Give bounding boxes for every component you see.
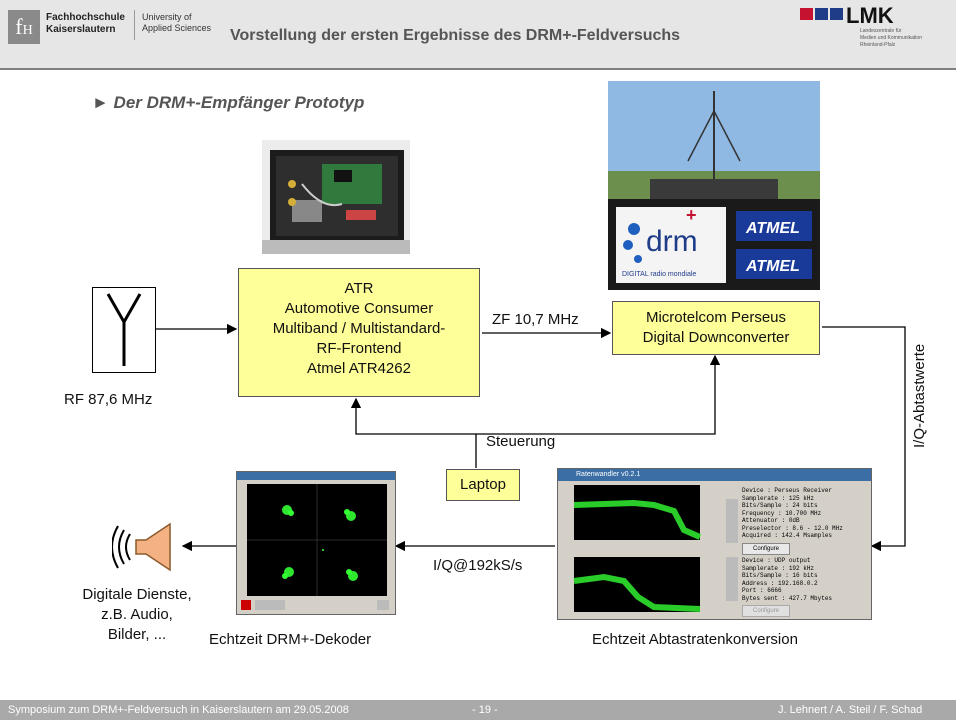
atr-box-line4: RF-Frontend <box>316 340 402 357</box>
iq-samples-label: I/Q-Abtastwerte <box>911 343 928 448</box>
decoder-caption: Echtzeit DRM+-Dekoder <box>209 631 372 648</box>
upper-row: Frequency : 10.700 MHz <box>742 509 822 517</box>
resampler-window-title: Ratenwandler v0.2.1 <box>558 469 871 481</box>
footer-page-number: - 19 - <box>472 704 498 716</box>
lmk-logo-square-red <box>800 8 813 20</box>
digital-services-label: Digitale Dienste, z.B. Audio, Bilder, ..… <box>62 585 212 645</box>
atmel-logo-1: ATMEL <box>745 220 800 237</box>
org-name-english: University of Applied Sciences <box>142 12 211 34</box>
antenna-icon <box>106 293 142 366</box>
org-name: Fachhochschule Kaiserslautern <box>46 12 125 36</box>
zf-frequency-label: ZF 10,7 MHz <box>492 311 579 328</box>
org-name-line2: Kaiserslautern <box>46 24 116 35</box>
configure-button-lower[interactable]: Configure <box>742 605 790 617</box>
constellation-plot <box>237 484 393 612</box>
slide-title: Vorstellung der ersten Ergebnisse des DR… <box>230 27 681 44</box>
spectrum-plots <box>573 485 702 612</box>
control-label: Steuerung <box>486 433 556 450</box>
lmk-subtitle: Landeszentrale für Medien und Kommunikat… <box>860 28 950 49</box>
upper-row: Samplerate : 125 kHz <box>742 494 815 502</box>
org-separator <box>134 10 135 40</box>
svg-text:+: + <box>686 205 697 225</box>
resampler-caption: Echtzeit Abtastratenkonversion <box>592 631 798 648</box>
lower-row: Samplerate : 192 kHz <box>742 564 815 572</box>
lower-row: Port : 6666 <box>742 587 782 594</box>
org-en-line1: University of <box>142 12 192 22</box>
lmk-logo-square-blue-2 <box>830 8 843 20</box>
lower-side-buttons <box>726 557 738 601</box>
services-line1: Digitale Dienste, <box>82 586 192 603</box>
slide-header <box>0 0 956 70</box>
iq-rate-label: I/Q@192kS/s <box>433 557 523 574</box>
receiver-setup-illustration: drm + DIGITAL radio mondiale ATMEL ATMEL <box>608 81 820 290</box>
arrow-control-to-perseus <box>476 354 721 435</box>
slide-footer: Symposium zum DRM+-Feldversuch in Kaiser… <box>0 700 956 720</box>
lower-row: Bytes sent : 427.7 Mbytes <box>742 594 833 602</box>
upper-row: Device : Perseus Receiver <box>742 487 833 494</box>
atmel-logo-2: ATMEL <box>745 258 800 275</box>
atr-box-line1: ATR <box>344 280 374 297</box>
receiver-setup-photo: drm + DIGITAL radio mondiale ATMEL ATMEL <box>608 81 820 290</box>
drm-logo-text: drm <box>646 225 698 258</box>
slide-subtitle: ► Der DRM+-Empfänger Prototyp <box>92 93 365 112</box>
decoder-window <box>236 471 396 615</box>
perseus-box: Microtelcom Perseus Digital Downconverte… <box>612 301 820 355</box>
speaker-icon <box>112 522 171 572</box>
atr-hardware-photo <box>262 140 410 254</box>
footer-authors: J. Lehnert / A. Steil / F. Schad <box>778 704 923 716</box>
atr-frontend-box: ATR Automotive Consumer Multiband / Mult… <box>238 268 480 397</box>
resampler-window: Ratenwandler v0.2.1 Device : Perseus Rec… <box>557 468 872 620</box>
upper-row: Acquired : 142.4 Msamples <box>742 532 833 539</box>
laptop-box: Laptop <box>446 469 520 501</box>
lower-settings: Device : UDP output Samplerate : 192 kHz… <box>742 557 832 602</box>
upper-row: Attenuator : 0dB <box>742 517 800 524</box>
upper-row: Bits/Sample : 24 bits <box>742 502 818 509</box>
atr-box-line5: Atmel ATR4262 <box>307 360 411 377</box>
services-line2: z.B. Audio, <box>101 606 173 623</box>
lower-row: Address : 192.168.0.2 <box>742 579 818 587</box>
org-name-line1: Fachhochschule <box>46 12 125 23</box>
perseus-box-line1: Microtelcom Perseus <box>645 309 787 326</box>
services-line3: Bilder, ... <box>107 626 167 643</box>
lmk-logo-square-blue <box>815 8 828 20</box>
arrow-control-to-atr <box>350 397 477 468</box>
antenna-box <box>92 287 156 373</box>
arrow-perseus-to-resampler <box>822 326 906 552</box>
atr-box-line3: Multiband / Multistandard- <box>272 320 446 337</box>
decoder-window-titlebar <box>237 472 395 480</box>
atr-hardware-illustration <box>262 150 410 254</box>
footer-event: Symposium zum DRM+-Feldversuch in Kaiser… <box>8 704 349 716</box>
drm-logo-subtitle: DIGITAL radio mondiale <box>622 271 696 278</box>
lower-row: Bits/Sample : 16 bits <box>742 572 818 579</box>
lmk-sub-line3: Rheinland-Pfalz <box>860 42 896 48</box>
lmk-sub-line2: Medien und Kommunikation <box>860 35 922 41</box>
configure-button-upper[interactable]: Configure <box>742 543 790 555</box>
upper-side-buttons <box>726 499 738 543</box>
lmk-logo: LMK <box>846 3 894 28</box>
upper-row: Preselector : 8.6 - 12.0 MHz <box>742 524 843 532</box>
fh-logo: fH <box>8 10 40 44</box>
perseus-box-line2: Digital Downconverter <box>642 329 790 346</box>
lower-row: Device : UDP output <box>742 557 811 564</box>
lmk-sub-line1: Landeszentrale für <box>860 28 902 34</box>
upper-settings: Device : Perseus Receiver Samplerate : 1… <box>742 487 843 540</box>
org-en-line2: Applied Sciences <box>142 23 212 33</box>
antenna-frequency-label: RF 87,6 MHz <box>64 391 153 408</box>
atr-box-line2: Automotive Consumer <box>284 300 434 317</box>
